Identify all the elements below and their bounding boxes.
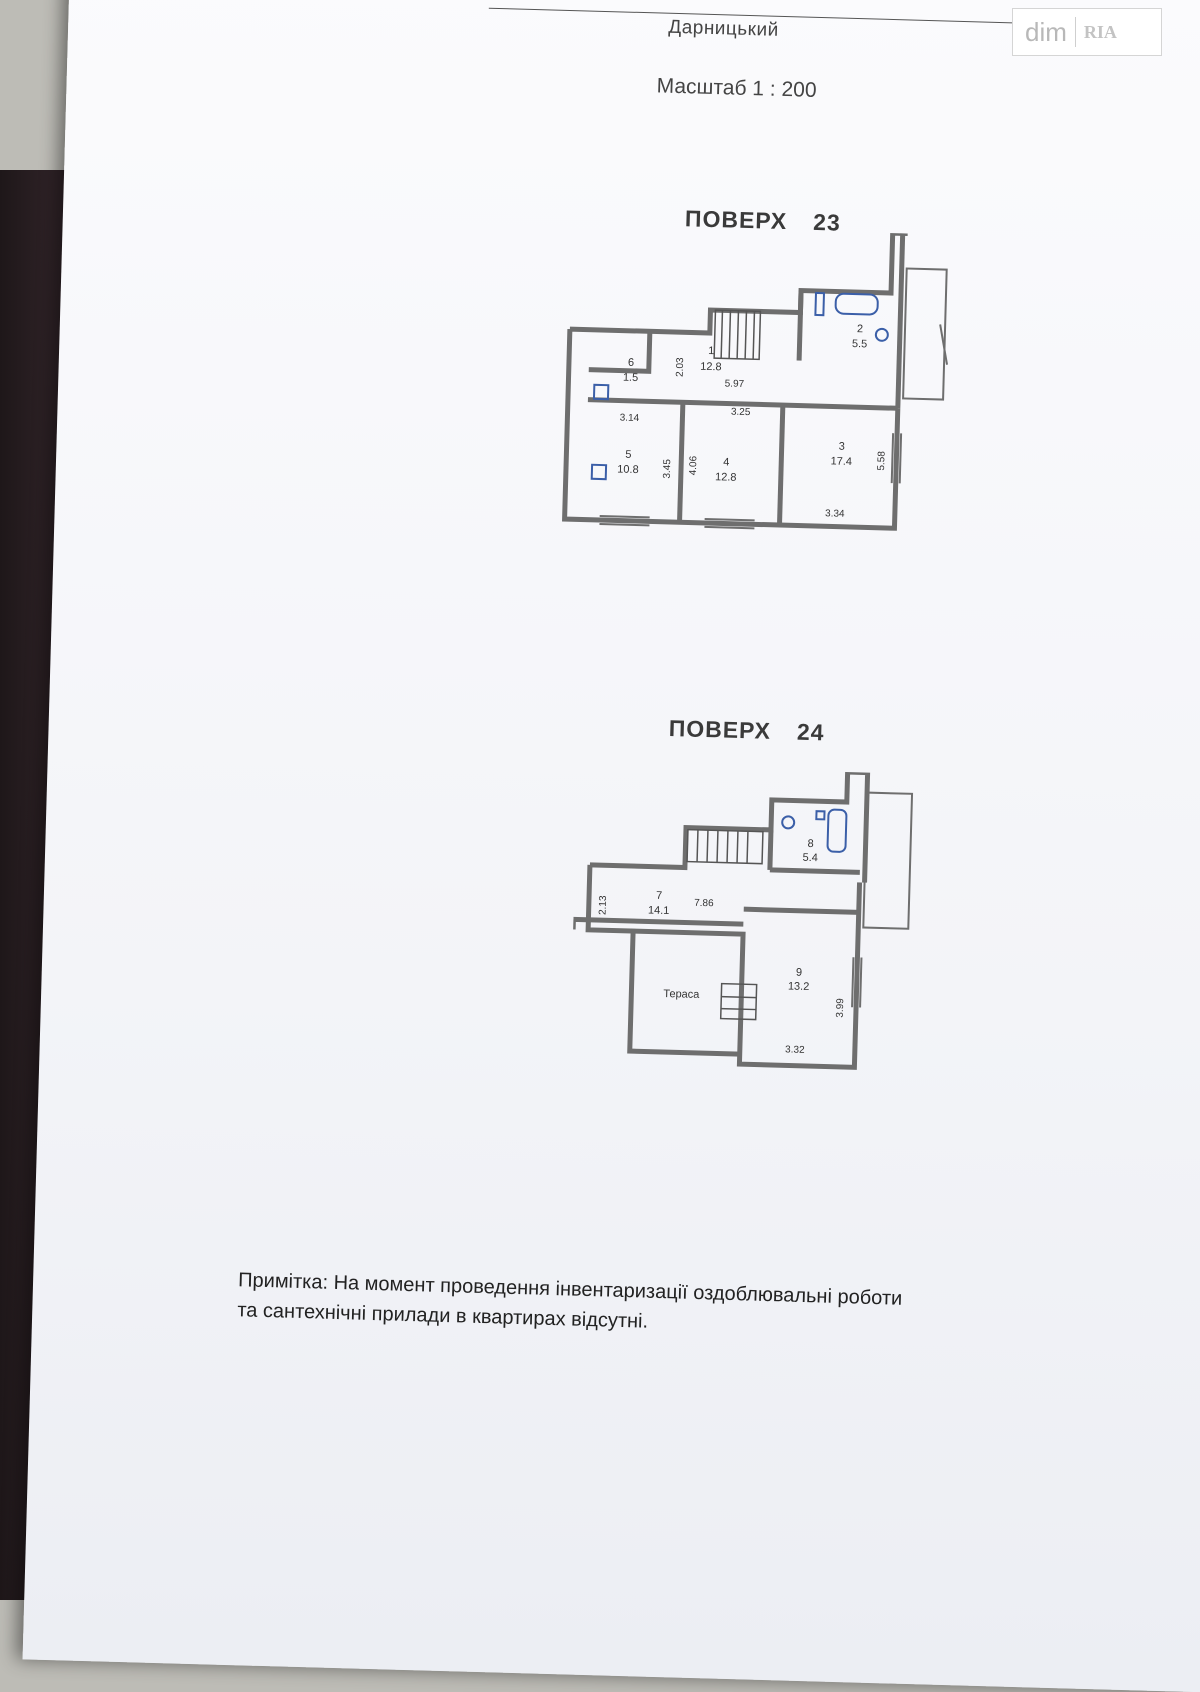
district-name: Дарницький (668, 16, 780, 41)
room-9-number: 9 (796, 967, 802, 979)
room-6-area: 1.5 (623, 372, 639, 384)
note-block: Примітка: На момент проведення інвентари… (237, 1265, 1078, 1348)
floor-24-fixtures (781, 808, 848, 853)
room-3-number: 3 (838, 441, 844, 453)
floor-24-stairs (686, 828, 764, 1021)
dim-3-34: 3.34 (825, 508, 845, 520)
dim-ria-logo: dim RIA (1012, 8, 1162, 56)
logo-dim-text: dim (1025, 16, 1067, 47)
dim-3-45: 3.45 (662, 459, 674, 479)
floor-24-title: ПОВЕРХ 24 (668, 715, 824, 746)
floor-24-plan: 7 14.1 8 5.4 9 13.2 Тераса 2.13 7.86 3.9… (570, 769, 914, 1070)
room-2-number: 2 (857, 323, 863, 335)
floor-23-stairs (713, 309, 762, 361)
logo-ria-text: RIA (1083, 21, 1117, 42)
dim-3-25: 3.25 (731, 407, 751, 419)
floor-24-window (851, 957, 863, 1008)
logo-divider (1074, 17, 1076, 47)
room-2-area: 5.5 (852, 338, 868, 350)
room-5-number: 5 (625, 449, 631, 461)
floor-24-balcony (862, 791, 914, 930)
document-page: Дарницький Масштаб 1 : 200 ПОВЕРХ 2 3 (22, 0, 1200, 1692)
dim-3-32: 3.32 (785, 1044, 805, 1056)
floor-24-label: ПОВЕРХ (668, 715, 772, 744)
floor-23-windows (599, 433, 903, 530)
dim-4-06: 4.06 (688, 455, 700, 475)
room-3-area: 17.4 (830, 455, 852, 468)
room-7-number: 7 (656, 890, 662, 902)
dim-2-13: 2.13 (598, 895, 610, 915)
dim-3-99: 3.99 (835, 998, 847, 1018)
dim-5-58: 5.58 (876, 451, 888, 471)
room-8-area: 5.4 (802, 852, 818, 864)
room-6-number: 6 (628, 357, 634, 369)
room-4-area: 12.8 (715, 471, 737, 484)
dim-7-86: 7.86 (694, 898, 714, 910)
room-1-number: 1 (708, 345, 714, 357)
room-1-area: 12.8 (700, 361, 722, 374)
room-9-area: 13.2 (788, 980, 810, 993)
floor-23-balcony (902, 267, 949, 401)
floor-24-number: 24 (796, 718, 825, 746)
floor-24-walls (570, 769, 871, 1070)
scale-label: Масштаб 1 : 200 (656, 74, 817, 102)
room-4-number: 4 (723, 456, 729, 468)
dim-3-14: 3.14 (620, 413, 640, 425)
floor-23-walls (562, 230, 908, 531)
dim-5-97: 5.97 (725, 378, 745, 390)
room-5-area: 10.8 (617, 463, 639, 476)
floor-23-fixtures (590, 291, 889, 481)
floor-23-plan: 1 12.8 2 5.5 3 17.4 4 12.8 5 10.8 6 1.5 … (562, 230, 949, 531)
room-8-number: 8 (807, 838, 813, 850)
dim-2-03: 2.03 (675, 357, 687, 377)
room-7-area: 14.1 (648, 905, 670, 918)
terrace-label: Тераса (663, 988, 700, 1001)
